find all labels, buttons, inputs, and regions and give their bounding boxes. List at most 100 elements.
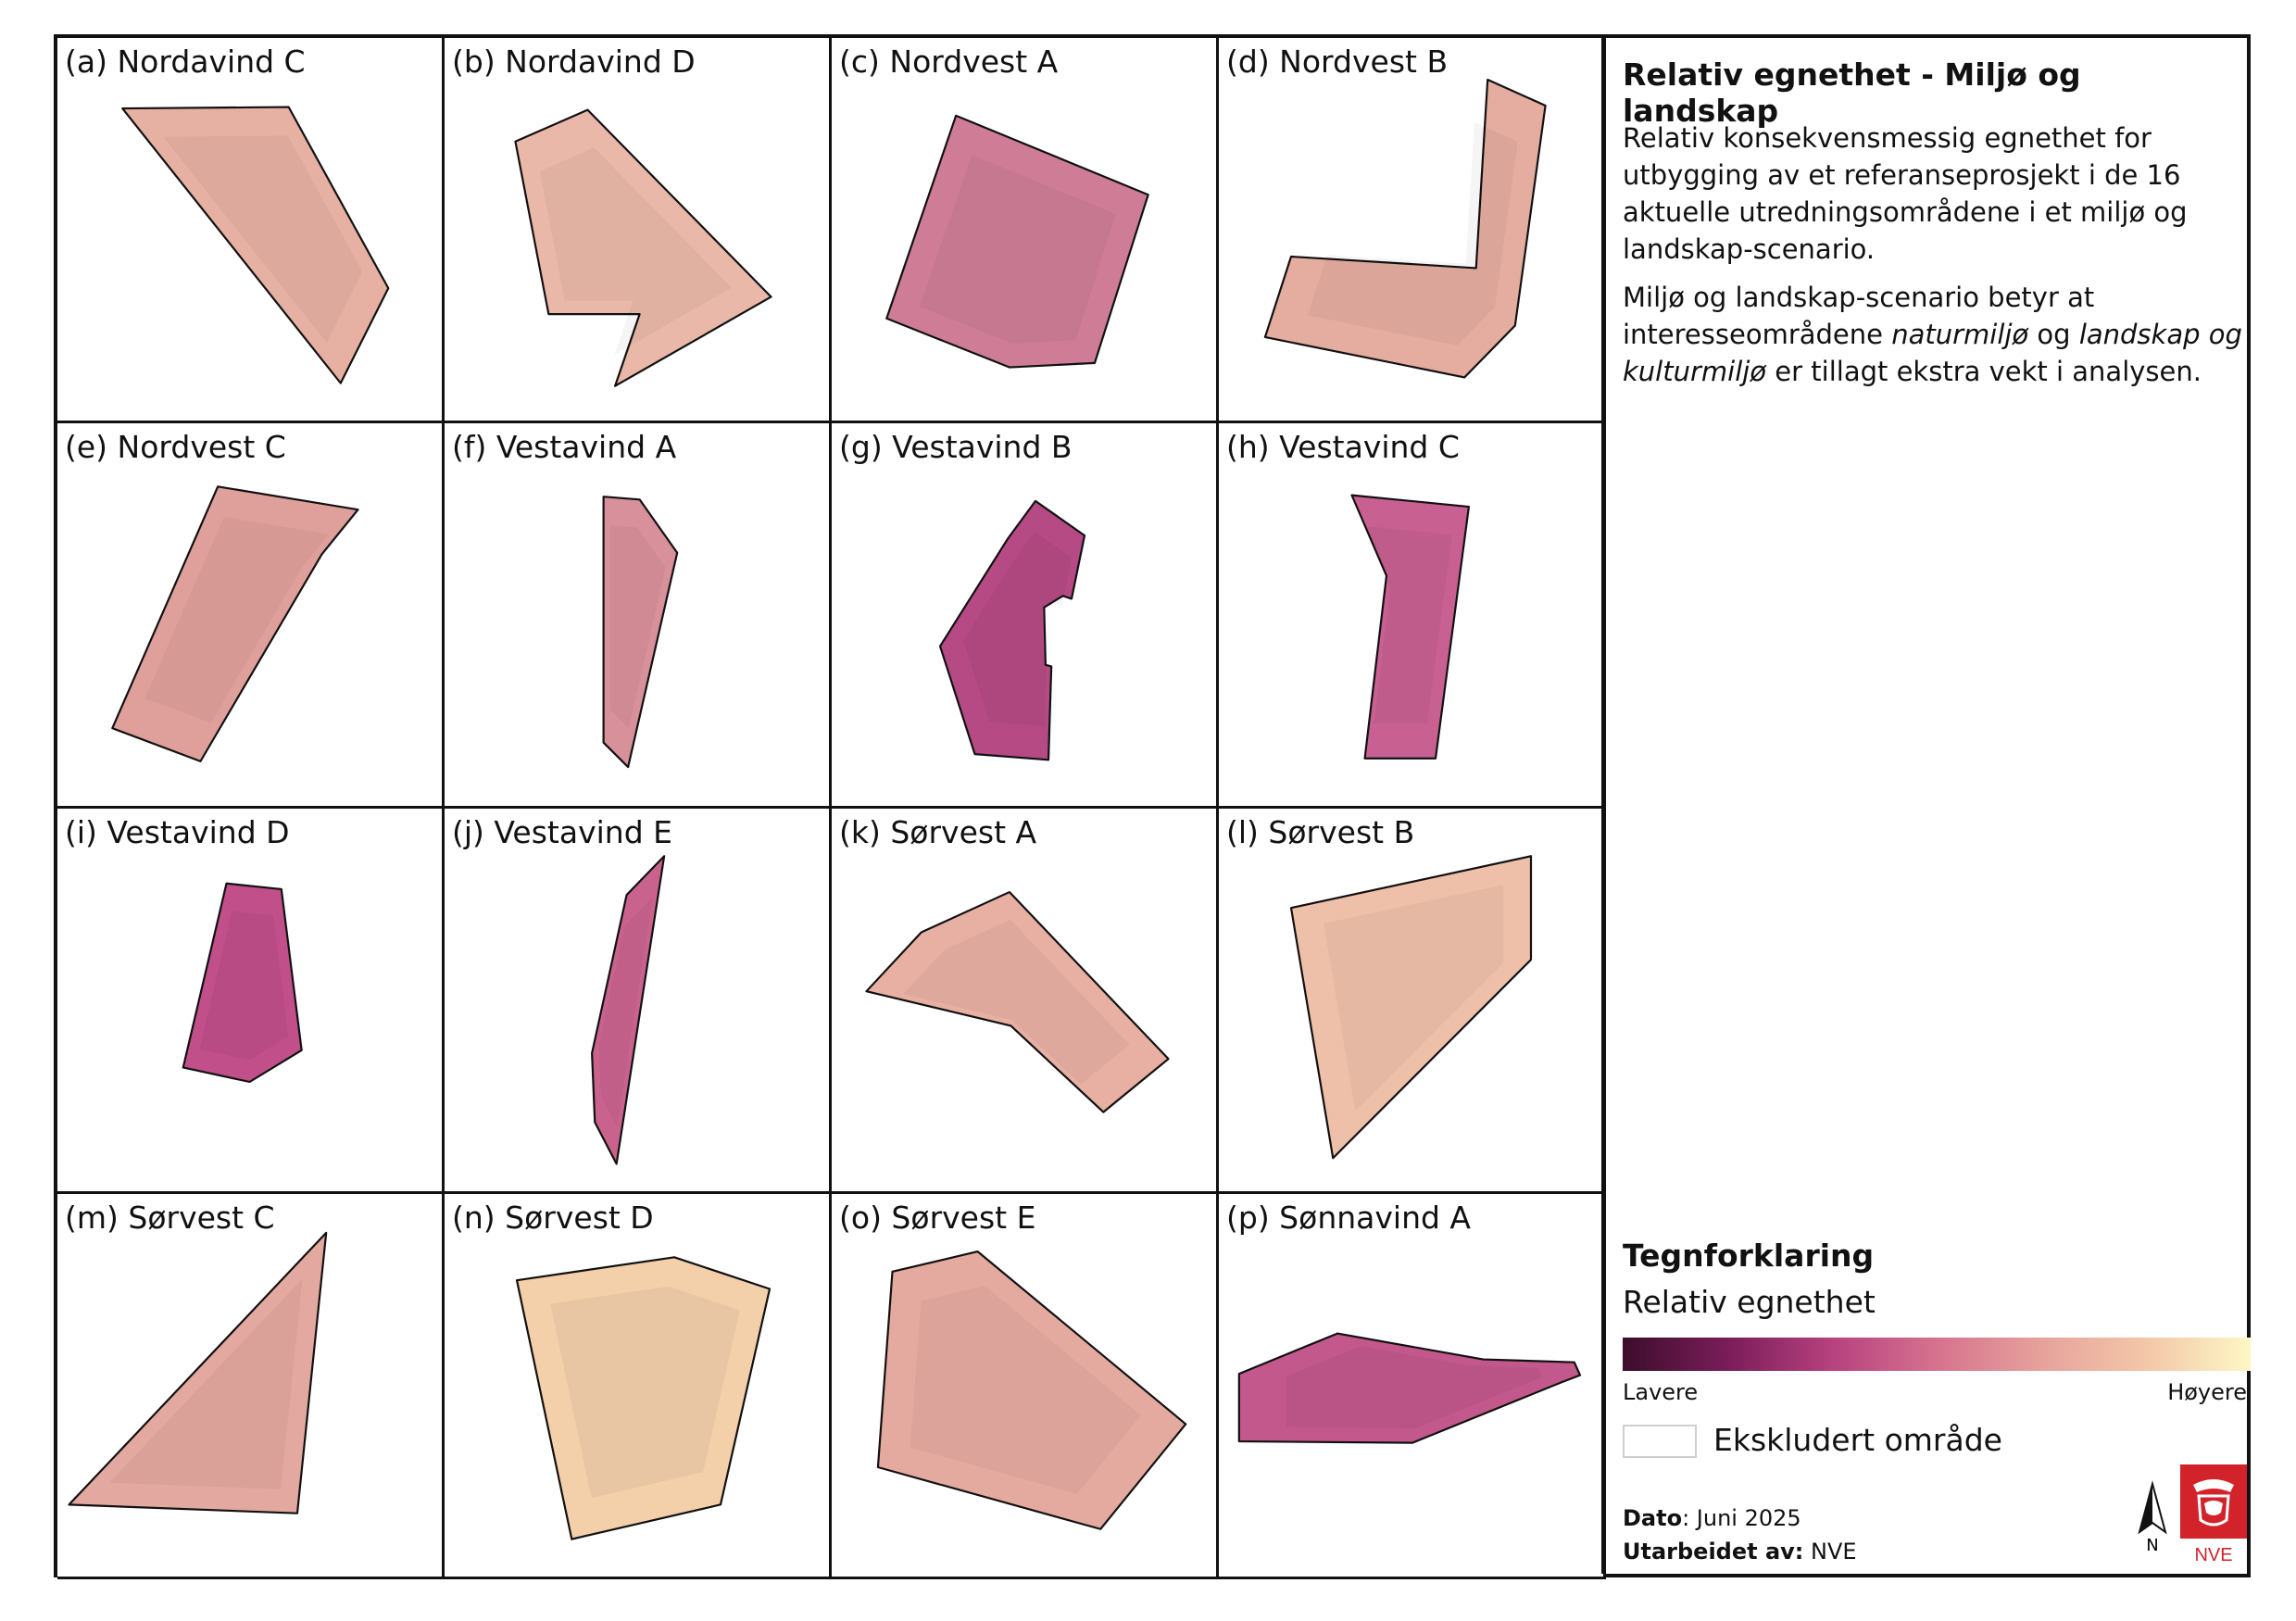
area-shading-o — [910, 1286, 1141, 1494]
nve-logo-icon: NVE — [2180, 1464, 2247, 1565]
description-paragraph-1: Relativ konsekvensmessig egnethet for ut… — [1623, 122, 2188, 265]
sidebar-title: Relativ egnethet - Miljø og landskap — [1623, 57, 2081, 129]
area-polygon-f — [602, 496, 679, 769]
area-polygon-l — [1289, 855, 1533, 1160]
map-area-svg-a — [121, 106, 390, 384]
area-polygon-g — [938, 499, 1086, 761]
map-panel-o: (o) Sørvest E — [832, 1194, 1219, 1579]
area-shading-m — [109, 1278, 303, 1489]
panel-label-j: (j) Vestavind E — [452, 814, 672, 850]
author-value: NVE — [1803, 1539, 1857, 1564]
map-area-svg-p — [1237, 1332, 1582, 1444]
map-panel-d: (d) Nordvest B — [1219, 38, 1606, 423]
paragraph-2-emphasis-1: naturmiljø — [1891, 319, 2029, 350]
area-polygon-e — [111, 485, 359, 762]
legend-title: Tegnforklaring — [1623, 1238, 1875, 1274]
map-panel-a: (a) Nordavind C — [57, 38, 445, 423]
area-shading-e — [144, 517, 330, 723]
area-shading-j — [598, 896, 653, 1128]
panel-label-o: (o) Sørvest E — [839, 1200, 1036, 1236]
panel-label-f: (f) Vestavind A — [452, 429, 677, 465]
map-area-svg-l — [1289, 855, 1533, 1160]
panel-label-l: (l) Sørvest B — [1226, 814, 1415, 850]
map-panel-m: (m) Sørvest C — [57, 1194, 445, 1579]
map-frame: (a) Nordavind C(b) Nordavind D(c) Nordve… — [54, 34, 2251, 1579]
map-panel-g: (g) Vestavind B — [832, 423, 1219, 809]
map-area-svg-g — [938, 499, 1086, 761]
map-area-svg-e — [111, 485, 359, 762]
area-shading-b — [539, 147, 732, 355]
paragraph-2-part-b: og — [2028, 319, 2079, 350]
panel-label-d: (d) Nordvest B — [1226, 44, 1449, 80]
legend-subtitle: Relativ egnethet — [1623, 1284, 1876, 1320]
map-area-svg-d — [1263, 78, 1547, 379]
map-panel-j: (j) Vestavind E — [445, 809, 832, 1194]
paragraph-2-emphasis-2: landskap og kulturmiljø — [1623, 319, 2242, 387]
description-paragraph-2: Miljø og landskap-scenario betyr at inte… — [1623, 279, 2243, 390]
panel-label-n: (n) Sørvest D — [452, 1200, 654, 1236]
panel-label-i: (i) Vestavind D — [65, 814, 290, 850]
area-shading-n — [550, 1286, 740, 1499]
author-line: Utarbeidet av: NVE — [1623, 1539, 1857, 1564]
logo-text: NVE — [2194, 1545, 2232, 1565]
area-polygon-b — [514, 108, 772, 387]
map-panel-p: (p) Sønnavind A — [1219, 1194, 1606, 1579]
map-panel-i: (i) Vestavind D — [57, 809, 445, 1194]
map-panel-n: (n) Sørvest D — [445, 1194, 832, 1579]
area-shading-k — [903, 919, 1130, 1085]
ramp-low-label: Lavere — [1623, 1379, 1699, 1405]
area-polygon-c — [885, 114, 1149, 369]
map-area-svg-h — [1350, 494, 1470, 760]
area-shading-d — [1307, 121, 1518, 346]
color-ramp — [1623, 1338, 2251, 1371]
area-shading-f — [609, 525, 666, 729]
area-polygon-j — [591, 855, 666, 1165]
area-polygon-o — [876, 1250, 1187, 1530]
map-area-svg-n — [515, 1256, 772, 1540]
map-panel-l: (l) Sørvest B — [1219, 809, 1606, 1194]
area-polygon-i — [182, 882, 303, 1084]
panel-label-g: (g) Vestavind B — [839, 429, 1073, 465]
map-area-svg-k — [865, 890, 1170, 1113]
excluded-label: Ekskludert område — [1713, 1422, 2002, 1458]
area-polygon-a — [121, 106, 390, 384]
area-polygon-k — [865, 890, 1170, 1113]
date-line: Dato: Juni 2025 — [1623, 1505, 1801, 1531]
panel-grid: (a) Nordavind C(b) Nordavind D(c) Nordve… — [57, 38, 1606, 1579]
area-shading-i — [199, 911, 289, 1061]
map-area-svg-b — [514, 108, 772, 387]
excluded-swatch — [1623, 1425, 1697, 1458]
paragraph-2-part-c: er tillagt ekstra vekt i analysen. — [1766, 356, 2202, 387]
sidebar: Relativ egnethet - Miljø og landskap Rel… — [1601, 38, 2251, 1574]
area-polygon-n — [515, 1256, 772, 1540]
area-shading-h — [1363, 526, 1452, 724]
map-area-svg-i — [182, 882, 303, 1084]
date-value: : Juni 2025 — [1682, 1505, 1801, 1531]
area-polygon-p — [1237, 1332, 1582, 1444]
map-area-svg-m — [68, 1231, 328, 1514]
panel-label-b: (b) Nordavind D — [452, 44, 696, 80]
panel-label-p: (p) Sønnavind A — [1226, 1200, 1471, 1236]
paragraph-2-part-a: Miljø og landskap-scenario betyr at inte… — [1623, 282, 2095, 350]
panel-label-e: (e) Nordvest C — [65, 429, 286, 465]
area-shading-g — [963, 532, 1073, 726]
map-area-svg-o — [876, 1250, 1187, 1530]
panel-label-k: (k) Sørvest A — [839, 814, 1037, 850]
area-polygon-m — [68, 1231, 328, 1514]
area-shading-a — [163, 135, 363, 344]
panel-label-a: (a) Nordavind C — [65, 44, 306, 80]
map-panel-f: (f) Vestavind A — [445, 423, 832, 809]
panel-label-h: (h) Vestavind C — [1226, 429, 1460, 465]
map-panel-k: (k) Sørvest A — [832, 809, 1219, 1194]
area-shading-l — [1324, 885, 1504, 1112]
map-panel-e: (e) Nordvest C — [57, 423, 445, 809]
map-panel-h: (h) Vestavind C — [1219, 423, 1606, 809]
date-label: Dato — [1623, 1505, 1683, 1531]
area-shading-p — [1286, 1346, 1543, 1428]
north-letter: N — [2146, 1536, 2158, 1554]
author-label: Utarbeidet av: — [1623, 1539, 1804, 1564]
panel-label-m: (m) Sørvest C — [65, 1200, 275, 1236]
area-polygon-h — [1350, 494, 1470, 760]
map-panel-b: (b) Nordavind D — [445, 38, 832, 423]
area-shading-c — [920, 154, 1116, 344]
